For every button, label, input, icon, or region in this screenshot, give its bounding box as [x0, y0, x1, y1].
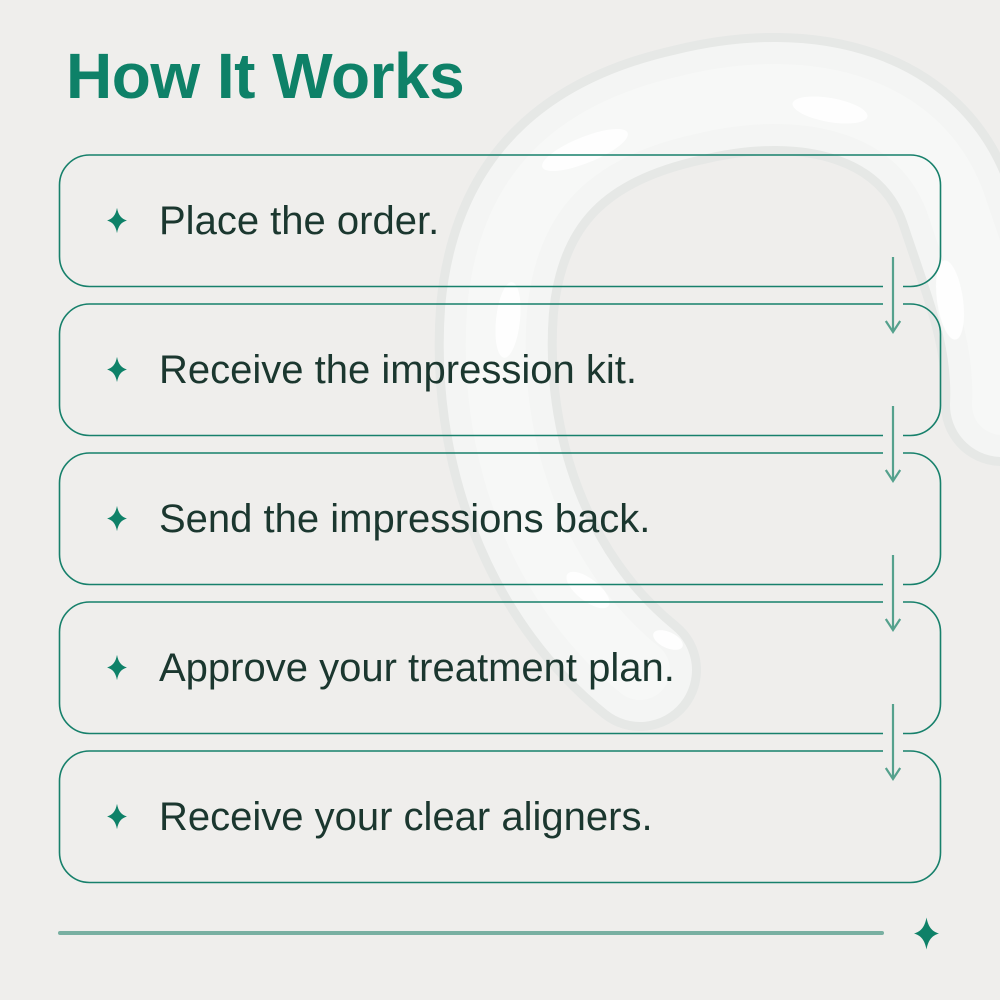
- step-card: Place the order.: [106, 155, 866, 286]
- page-title: How It Works: [66, 40, 465, 112]
- step-card: Receive the impression kit.: [106, 304, 866, 435]
- aligner-arch: [434, 33, 1000, 731]
- down-arrow-icon: [884, 257, 902, 335]
- sparkle-bullet-icon: [107, 356, 127, 383]
- down-arrow-icon: [884, 406, 902, 484]
- step-card-outlines: [58, 154, 942, 884]
- step-label: Place the order.: [159, 198, 440, 243]
- step-card-outline: [58, 303, 942, 437]
- connector-arrows: [884, 257, 902, 782]
- footer-sparkle-icon: [914, 917, 939, 950]
- step-label: Receive your clear aligners.: [159, 794, 653, 839]
- sparkle-bullet-icon: [107, 803, 127, 830]
- footer-divider-line: [58, 931, 884, 935]
- step-card-outline: [58, 750, 942, 884]
- down-arrow-icon: [884, 704, 902, 782]
- step-label: Approve your treatment plan.: [159, 645, 675, 690]
- step-card-outline: [58, 154, 942, 288]
- step-card-outline: [58, 452, 942, 586]
- step-label: Send the impressions back.: [159, 496, 651, 541]
- step-card: Send the impressions back.: [106, 453, 866, 584]
- step-card-outline: [58, 601, 942, 735]
- sparkle-bullet-icon: [107, 505, 127, 532]
- aligner-highlights: [495, 96, 965, 650]
- step-label: Receive the impression kit.: [159, 347, 637, 392]
- sparkle-bullet-icon: [107, 654, 127, 681]
- step-card: Approve your treatment plan.: [106, 602, 866, 733]
- step-card: Receive your clear aligners.: [106, 751, 866, 882]
- sparkle-bullet-icon: [107, 207, 127, 234]
- down-arrow-icon: [884, 555, 902, 633]
